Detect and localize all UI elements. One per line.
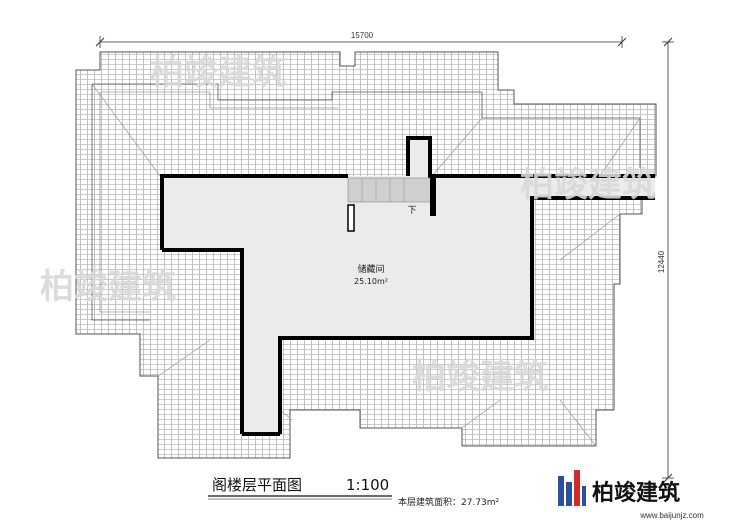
dimension-top-label: 15700 <box>351 31 374 40</box>
dimension-top: 15700 <box>95 31 627 48</box>
watermark-4: 柏竣建筑 <box>412 357 548 397</box>
stair: 下 <box>347 176 436 232</box>
watermark-3: 柏竣建筑 <box>40 267 176 307</box>
watermark-1: 柏竣建筑 <box>150 53 286 93</box>
stair-label: 下 <box>407 206 416 216</box>
watermarks: 柏竣建筑 柏竣建筑 柏竣建筑 柏竣建筑 <box>40 53 656 397</box>
brand-logo: 柏竣建筑 www.baijunjz.com <box>558 470 704 520</box>
storage-room-name: 储藏间 <box>357 263 384 275</box>
storage-room-area: 25.10m² <box>354 277 388 286</box>
plan-title: 阁楼层平面图 <box>212 476 302 494</box>
dimension-right-label: 12440 <box>657 250 666 273</box>
brand-logo-icon <box>558 470 586 506</box>
brand-name: 柏竣建筑 <box>592 480 680 506</box>
floor-area-label: 本层建筑面积：27.73m² <box>398 496 500 508</box>
brand-url: www.baijunjz.com <box>639 511 704 520</box>
dimension-right: 12440 <box>657 37 674 483</box>
watermark-2: 柏竣建筑 <box>520 165 656 205</box>
walls <box>160 136 655 436</box>
plan-scale: 1:100 <box>346 476 389 494</box>
